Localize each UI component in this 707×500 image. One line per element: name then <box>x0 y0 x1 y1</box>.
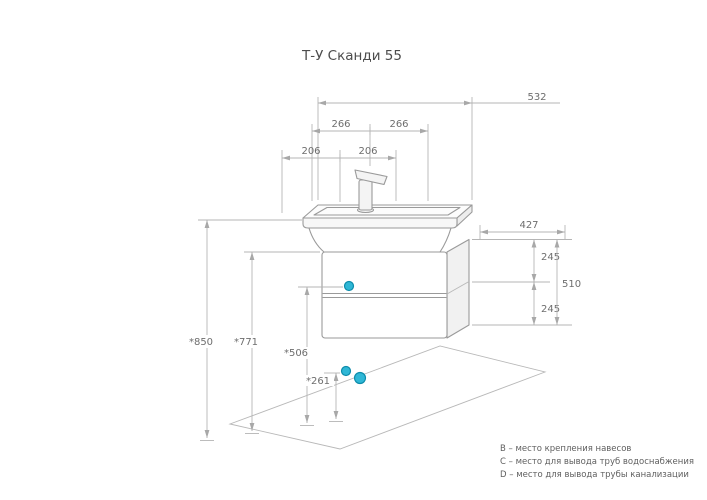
dim-label-266-right: 266 <box>389 119 408 130</box>
right-dimensions: 427 245 245 510 <box>472 220 581 326</box>
page-title: Т-У Сканди 55 <box>301 48 402 64</box>
basin-left-curve <box>308 227 325 253</box>
mount-point-markers <box>340 280 367 385</box>
dim-label-245-upper: 245 <box>541 252 560 263</box>
legend-item-c: C – место для вывода труб водоснабжения <box>500 457 694 467</box>
faucet-lever <box>354 169 388 186</box>
drain-point-d-marker <box>353 371 367 385</box>
vanity-drawing <box>302 169 473 339</box>
side-divider-line <box>446 281 470 295</box>
basin-right-curve <box>439 227 452 253</box>
dim-label-506: *506 <box>284 348 308 359</box>
cabinet-front <box>321 251 448 339</box>
dim-label-245-lower: 245 <box>541 304 560 315</box>
dim-label-850: *850 <box>189 337 213 348</box>
dim-label-532: 532 <box>527 92 546 103</box>
dim-label-510: 510 <box>562 279 581 290</box>
faucet <box>354 169 388 214</box>
water-supply-point-c-marker <box>340 365 352 377</box>
dim-label-771: *771 <box>234 337 258 348</box>
washbasin <box>302 204 473 253</box>
dim-label-206-right: 206 <box>358 146 377 157</box>
basin-rim-front <box>302 217 458 229</box>
dim-label-206-left: 206 <box>301 146 320 157</box>
cabinet <box>321 238 470 339</box>
left-dimensions: *850 *771 *506 *261 <box>184 219 343 441</box>
legend-item-b: B – место крепления навесов <box>500 444 631 454</box>
dim-label-427: 427 <box>519 220 538 231</box>
dim-label-261: *261 <box>306 376 330 387</box>
cabinet-side-panel <box>446 238 470 339</box>
legend-item-d: D – место для вывода трубы канализации <box>500 470 689 480</box>
faucet-body <box>358 179 373 211</box>
top-dimensions: 532 266 266 206 206 <box>281 92 560 213</box>
basin-inner-bowl <box>313 206 461 216</box>
bracket-point-b-marker <box>343 280 355 292</box>
floor-outline <box>228 345 547 450</box>
dim-label-266-left: 266 <box>331 119 350 130</box>
legend: B – место крепления навесов C – место дл… <box>500 444 694 480</box>
